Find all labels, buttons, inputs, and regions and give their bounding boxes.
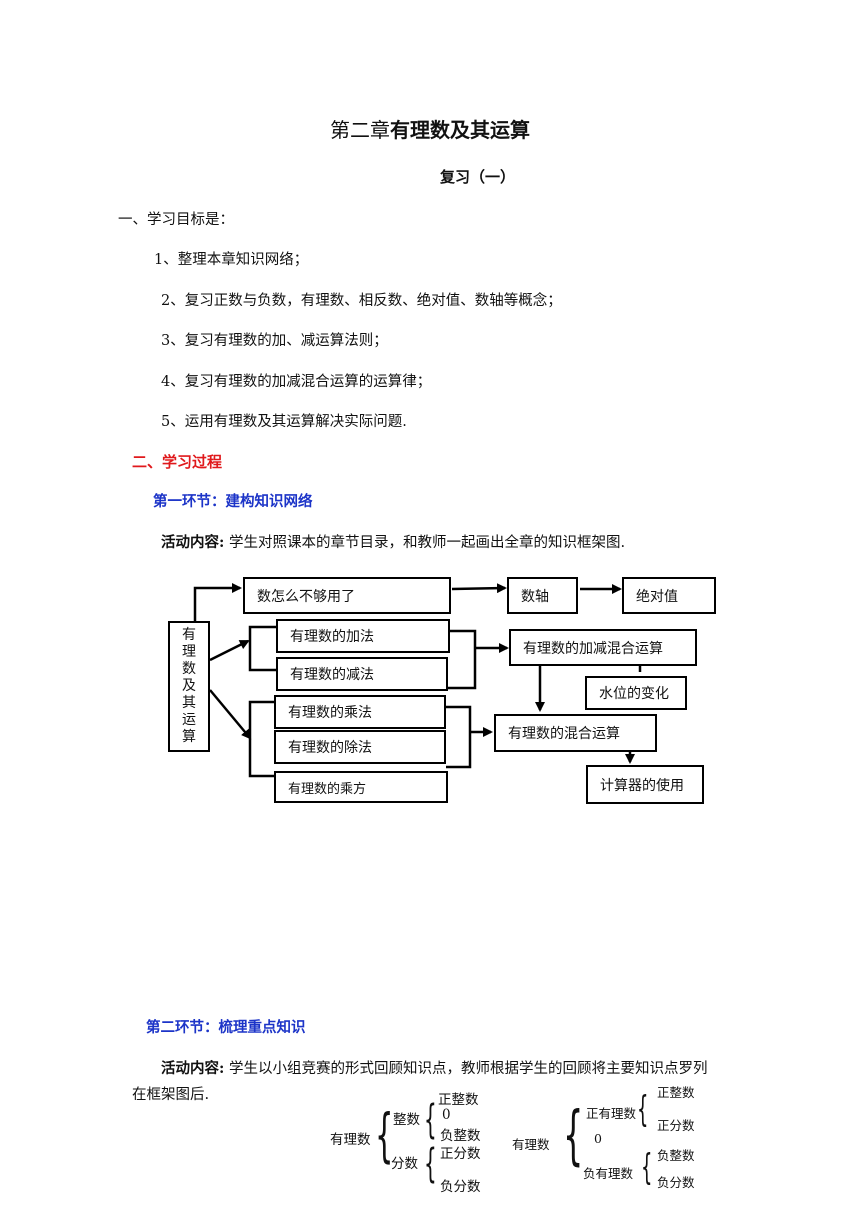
activity-text: 学生以小组竞赛的形式回顾知识点，教师根据学生的回顾将主要知识点罗列 (228, 1061, 708, 1077)
class2-pos-rational: 正有理数 (586, 1106, 637, 1121)
title-bold: 有理数及其运算 (390, 118, 530, 142)
goal-item-5: 5、运用有理数及其运算解决实际问题. (161, 414, 407, 430)
page-title: 第二章有理数及其运算 (0, 114, 860, 143)
part2-activity-line2: 在框架图后. (132, 1087, 210, 1103)
class2-root: 有理数 (512, 1137, 550, 1152)
brace-icon: { (424, 1141, 437, 1187)
class2-neg-rational: 负有理数 (583, 1166, 634, 1181)
class1-neg-frac: 负分数 (440, 1179, 481, 1195)
part1-activity: 活动内容: 学生对照课本的章节目录，和教师一起画出全章的知识框架图. (161, 531, 625, 552)
class2-neg-int: 负整数 (657, 1148, 695, 1163)
box-multiplication: 有理数的乘法 (274, 695, 446, 729)
goal-item-2: 2、复习正数与负数，有理数、相反数、绝对值、数轴等概念； (161, 293, 562, 309)
root-char: 理 (182, 644, 196, 660)
class1-neg-int: 负整数 (440, 1128, 481, 1144)
part2-heading: 第二环节：梳理重点知识 (146, 1019, 306, 1036)
box-subtraction: 有理数的减法 (276, 657, 448, 691)
activity-text: 学生对照课本的章节目录，和教师一起画出全章的知识框架图. (228, 535, 626, 551)
goal-item-1: 1、整理本章知识网络； (154, 252, 309, 268)
brace-icon: { (424, 1097, 437, 1143)
brace-icon: { (563, 1099, 584, 1173)
part1-heading: 第一环节：建构知识网络 (153, 493, 313, 510)
box-division: 有理数的除法 (274, 730, 446, 764)
class1-zero: 0 (442, 1107, 451, 1123)
box-add-sub-mixed: 有理数的加减混合运算 (509, 629, 697, 666)
class1-pos-int: 正整数 (438, 1092, 479, 1108)
class1-integer: 整数 (393, 1112, 420, 1128)
page-subtitle: 复习（一） (440, 168, 516, 186)
box-water-level: 水位的变化 (585, 676, 687, 710)
root-char: 数 (182, 661, 196, 677)
class1-pos-frac: 正分数 (440, 1146, 481, 1162)
root-char: 运 (182, 712, 196, 728)
root-char: 有 (182, 627, 196, 643)
class1-root: 有理数 (330, 1132, 371, 1148)
brace-icon: { (637, 1089, 649, 1130)
activity-label: 活动内容: (161, 1060, 225, 1077)
class2-neg-frac: 负分数 (657, 1175, 695, 1190)
box-absolute-value: 绝对值 (622, 577, 716, 614)
activity-label: 活动内容: (161, 534, 225, 551)
box-addition: 有理数的加法 (276, 619, 450, 653)
root-char: 其 (182, 695, 196, 711)
diagram-root-box: 有 理 数 及 其 运 算 (168, 621, 210, 752)
diagram-connectors (193, 583, 642, 778)
box-not-enough: 数怎么不够用了 (243, 577, 451, 614)
box-calculator: 计算器的使用 (586, 765, 704, 804)
root-char: 算 (182, 729, 196, 745)
box-mixed-ops: 有理数的混合运算 (494, 714, 657, 752)
brace-icon: { (375, 1101, 394, 1169)
box-number-line: 数轴 (507, 577, 578, 614)
class2-zero: 0 (594, 1131, 602, 1146)
class2-pos-int: 正整数 (657, 1085, 695, 1100)
goal-item-4: 4、复习有理数的加减混合运算的运算律； (161, 374, 432, 390)
class2-pos-frac: 正分数 (657, 1118, 695, 1133)
box-power: 有理数的乘方 (274, 771, 448, 803)
root-char: 及 (182, 678, 196, 694)
part2-activity: 活动内容: 学生以小组竞赛的形式回顾知识点，教师根据学生的回顾将主要知识点罗列 (161, 1057, 707, 1078)
brace-icon: { (641, 1147, 653, 1188)
goal-item-3: 3、复习有理数的加、减运算法则； (161, 333, 388, 349)
section1-heading: 一、学习目标是： (118, 212, 234, 228)
section2-heading: 二、学习过程 (132, 453, 223, 471)
title-normal: 第二章 (330, 118, 390, 142)
class1-fraction: 分数 (391, 1156, 418, 1172)
